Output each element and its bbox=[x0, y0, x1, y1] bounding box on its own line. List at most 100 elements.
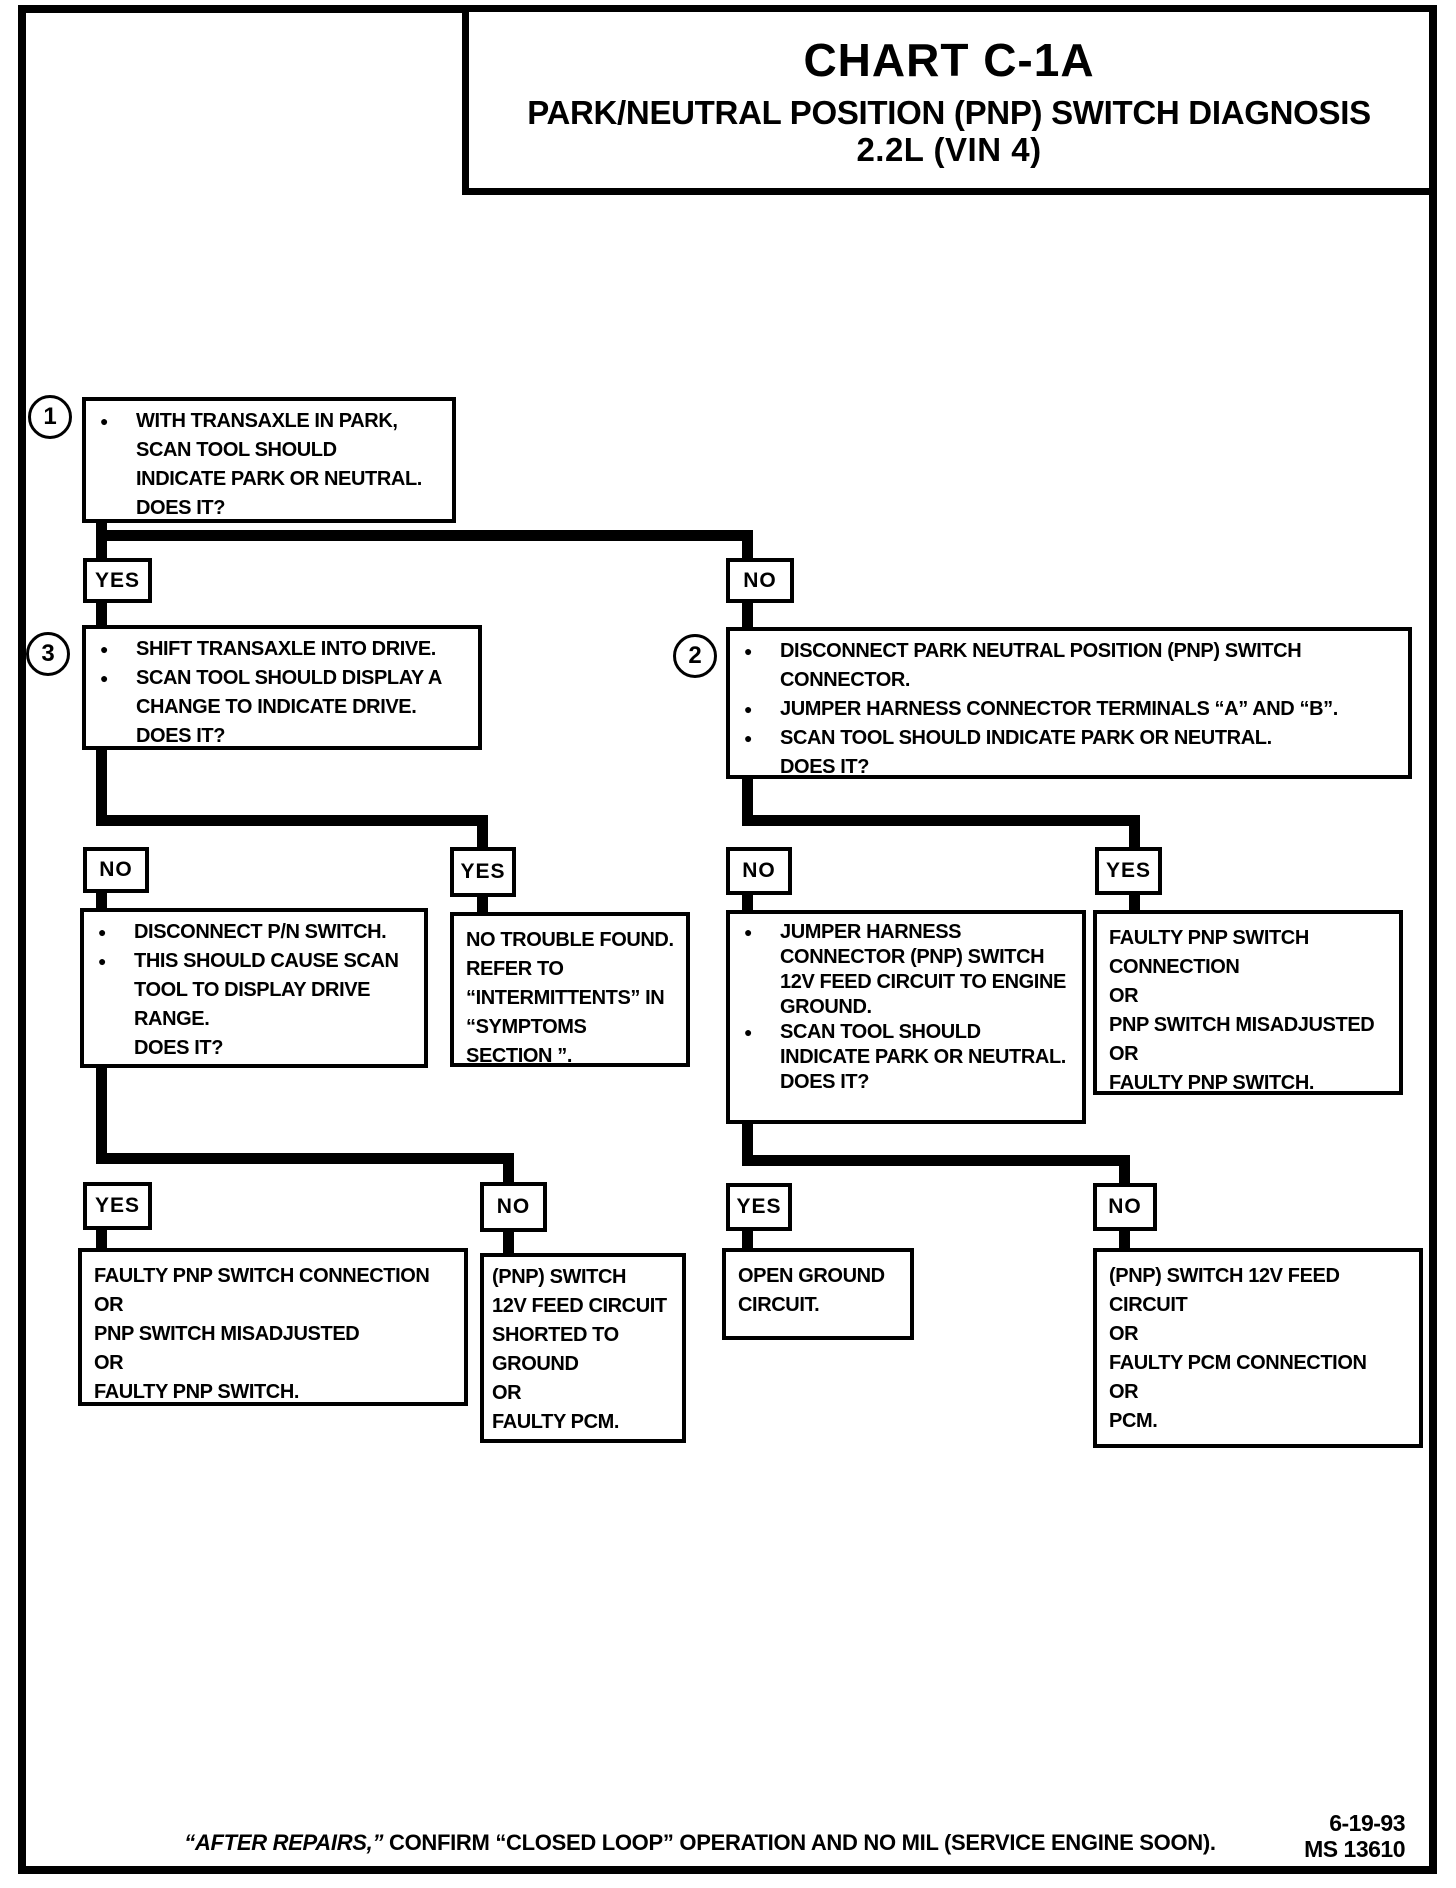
decision-box-l2-left-no: ● DISCONNECT P/N SWITCH. ● THIS SHOULD C… bbox=[80, 908, 428, 1068]
result-faulty-pnp-right-text: FAULTY PNP SWITCH CONNECTION OR PNP SWIT… bbox=[1109, 927, 1375, 1094]
step-circle-2: 2 bbox=[673, 634, 717, 678]
footer-doc-block: 6-19-93 MS 13610 bbox=[1250, 1810, 1405, 1862]
yes-label-level2-right: YES bbox=[1095, 847, 1162, 895]
step-number-3: 3 bbox=[41, 640, 55, 667]
decision-box-2: ● DISCONNECT PARK NEUTRAL POSITION (PNP)… bbox=[726, 627, 1412, 779]
chart-title: CHART C-1A bbox=[803, 34, 1095, 86]
no-label-text: NO bbox=[742, 859, 776, 882]
no-label-text: NO bbox=[496, 1195, 531, 1218]
result-open-ground-text: OPEN GROUND CIRCUIT. bbox=[738, 1265, 885, 1316]
step-circle-3: 3 bbox=[26, 632, 70, 676]
yes-label-text: YES bbox=[736, 1195, 782, 1218]
result-box-faulty-pnp-left: FAULTY PNP SWITCH CONNECTION OR PNP SWIT… bbox=[78, 1248, 468, 1406]
decision-box-1: ● WITH TRANSAXLE IN PARK, SCAN TOOL SHOU… bbox=[82, 397, 456, 523]
title-box: CHART C-1A PARK/NEUTRAL POSITION (PNP) S… bbox=[462, 5, 1436, 195]
no-label-level2-left: NO bbox=[83, 847, 149, 893]
decision-3-item-2: ● SCAN TOOL SHOULD DISPLAY A CHANGE TO I… bbox=[96, 664, 470, 751]
l2-left-no-text-2: THIS SHOULD CAUSE SCAN TOOL TO DISPLAY D… bbox=[134, 950, 399, 1059]
connector-yes1-to-n3 bbox=[96, 603, 107, 625]
connector-split-2-right bbox=[742, 815, 1140, 826]
bullet-icon: ● bbox=[744, 730, 753, 746]
bullet-icon: ● bbox=[744, 1024, 753, 1040]
step-circle-1: 1 bbox=[28, 395, 72, 439]
no-label-level1-right: NO bbox=[726, 558, 794, 603]
result-12v-feed-text: (PNP) SWITCH 12V FEED CIRCUIT OR FAULTY … bbox=[1109, 1265, 1367, 1432]
footer-note-rest: CONFIRM “CLOSED LOOP” OPERATION AND NO M… bbox=[383, 1830, 1216, 1855]
connector-split-2-left bbox=[96, 815, 488, 826]
decision-2-item-1: ● DISCONNECT PARK NEUTRAL POSITION (PNP)… bbox=[740, 637, 1400, 695]
connector-split-2-left-yes-down bbox=[477, 815, 488, 847]
result-12v-shorted-text: (PNP) SWITCH 12V FEED CIRCUIT SHORTED TO… bbox=[492, 1266, 667, 1433]
decision-3-text-2: SCAN TOOL SHOULD DISPLAY A CHANGE TO IND… bbox=[136, 667, 442, 747]
no-label-text: NO bbox=[1108, 1195, 1142, 1218]
connector-no1-to-n2 bbox=[742, 603, 753, 627]
connector-l2l-box-down bbox=[96, 1068, 107, 1164]
no-label-text: NO bbox=[743, 568, 777, 592]
connector-no2l-down bbox=[96, 893, 107, 908]
step-number-1: 1 bbox=[43, 403, 57, 430]
bullet-icon: ● bbox=[100, 641, 109, 657]
connector-split-3-right bbox=[742, 1155, 1130, 1166]
decision-2-text-3: SCAN TOOL SHOULD INDICATE PARK OR NEUTRA… bbox=[780, 727, 1272, 778]
result-box-faulty-pnp-right: FAULTY PNP SWITCH CONNECTION OR PNP SWIT… bbox=[1093, 910, 1403, 1095]
no-label-level3-left: NO bbox=[480, 1182, 547, 1232]
connector-no2r-down bbox=[742, 895, 753, 910]
connector-l2r-box-down bbox=[742, 1124, 753, 1166]
yes-label-text: YES bbox=[1105, 859, 1152, 882]
yes-label-text: YES bbox=[460, 860, 506, 883]
connector-split-1 bbox=[96, 530, 753, 541]
connector-yes2l-down bbox=[477, 897, 488, 912]
no-label-text: NO bbox=[99, 858, 133, 881]
yes-label-level2-left: YES bbox=[450, 847, 516, 897]
bullet-icon: ● bbox=[744, 924, 753, 940]
l2-left-no-item-1: ● DISCONNECT P/N SWITCH. bbox=[94, 918, 416, 947]
l2-right-no-text-1: JUMPER HARNESS CONNECTOR (PNP) SWITCH 12… bbox=[780, 921, 1066, 1018]
result-box-12v-feed: (PNP) SWITCH 12V FEED CIRCUIT OR FAULTY … bbox=[1093, 1248, 1423, 1448]
bullet-icon: ● bbox=[98, 953, 107, 969]
footer-note-lead: “AFTER REPAIRS,” bbox=[184, 1830, 384, 1855]
decision-1-text: WITH TRANSAXLE IN PARK, SCAN TOOL SHOULD… bbox=[136, 410, 422, 519]
yes-label-level3-left: YES bbox=[83, 1182, 152, 1230]
connector-yes3l-down bbox=[96, 1230, 107, 1248]
chart-subtitle: PARK/NEUTRAL POSITION (PNP) SWITCH DIAGN… bbox=[527, 94, 1371, 131]
no-label-level3-right: NO bbox=[1093, 1183, 1157, 1231]
connector-yes2r-down bbox=[1129, 895, 1140, 910]
connector-no3l-down bbox=[503, 1232, 514, 1253]
bullet-icon: ● bbox=[744, 701, 753, 717]
yes-label-level1-left: YES bbox=[83, 558, 152, 603]
decision-2-text-2: JUMPER HARNESS CONNECTOR TERMINALS “A” A… bbox=[780, 698, 1338, 720]
bullet-icon: ● bbox=[100, 413, 109, 429]
connector-n3-down bbox=[96, 750, 107, 826]
connector-split-3-right-no-down bbox=[1119, 1155, 1130, 1183]
footer-note: “AFTER REPAIRS,” CONFIRM “CLOSED LOOP” O… bbox=[60, 1830, 1340, 1856]
yes-label-text: YES bbox=[94, 568, 141, 592]
connector-split-3-left-no-down bbox=[503, 1153, 514, 1182]
bullet-icon: ● bbox=[98, 924, 107, 940]
bullet-icon: ● bbox=[100, 670, 109, 686]
decision-3-text-1: SHIFT TRANSAXLE INTO DRIVE. bbox=[136, 638, 436, 660]
step-number-2: 2 bbox=[688, 642, 702, 669]
decision-box-l2-right-no: ● JUMPER HARNESS CONNECTOR (PNP) SWITCH … bbox=[726, 910, 1086, 1124]
yes-label-level3-right: YES bbox=[726, 1183, 792, 1231]
result-faulty-pnp-left-text: FAULTY PNP SWITCH CONNECTION OR PNP SWIT… bbox=[94, 1265, 430, 1403]
decision-2-item-2: ● JUMPER HARNESS CONNECTOR TERMINALS “A”… bbox=[740, 695, 1400, 724]
decision-2-text-1: DISCONNECT PARK NEUTRAL POSITION (PNP) S… bbox=[780, 640, 1302, 691]
connector-split-1-right-down bbox=[742, 541, 753, 558]
result-box-12v-shorted: (PNP) SWITCH 12V FEED CIRCUIT SHORTED TO… bbox=[480, 1253, 686, 1443]
result-box-no-trouble: NO TROUBLE FOUND. REFER TO “INTERMITTENT… bbox=[450, 912, 690, 1067]
decision-1-item: ● WITH TRANSAXLE IN PARK, SCAN TOOL SHOU… bbox=[96, 407, 444, 523]
footer-doc-number: MS 13610 bbox=[1304, 1836, 1405, 1862]
l2-right-no-item-1: ● JUMPER HARNESS CONNECTOR (PNP) SWITCH … bbox=[740, 920, 1074, 1020]
l2-right-no-item-2: ● SCAN TOOL SHOULD INDICATE PARK OR NEUT… bbox=[740, 1020, 1074, 1095]
decision-3-item-1: ● SHIFT TRANSAXLE INTO DRIVE. bbox=[96, 635, 470, 664]
l2-left-no-text-1: DISCONNECT P/N SWITCH. bbox=[134, 921, 387, 943]
connector-split-3-left bbox=[96, 1153, 514, 1164]
connector-n2-down bbox=[742, 779, 753, 826]
chart-engine-variant: 2.2L (VIN 4) bbox=[856, 131, 1042, 168]
l2-right-no-text-2: SCAN TOOL SHOULD INDICATE PARK OR NEUTRA… bbox=[780, 1021, 1066, 1093]
decision-box-3: ● SHIFT TRANSAXLE INTO DRIVE. ● SCAN TOO… bbox=[82, 625, 482, 750]
connector-yes3r-down bbox=[742, 1231, 753, 1248]
result-no-trouble-text: NO TROUBLE FOUND. REFER TO “INTERMITTENT… bbox=[466, 929, 674, 1067]
connector-no3r-down bbox=[1119, 1231, 1130, 1248]
connector-split-2-right-yes-down bbox=[1129, 815, 1140, 847]
